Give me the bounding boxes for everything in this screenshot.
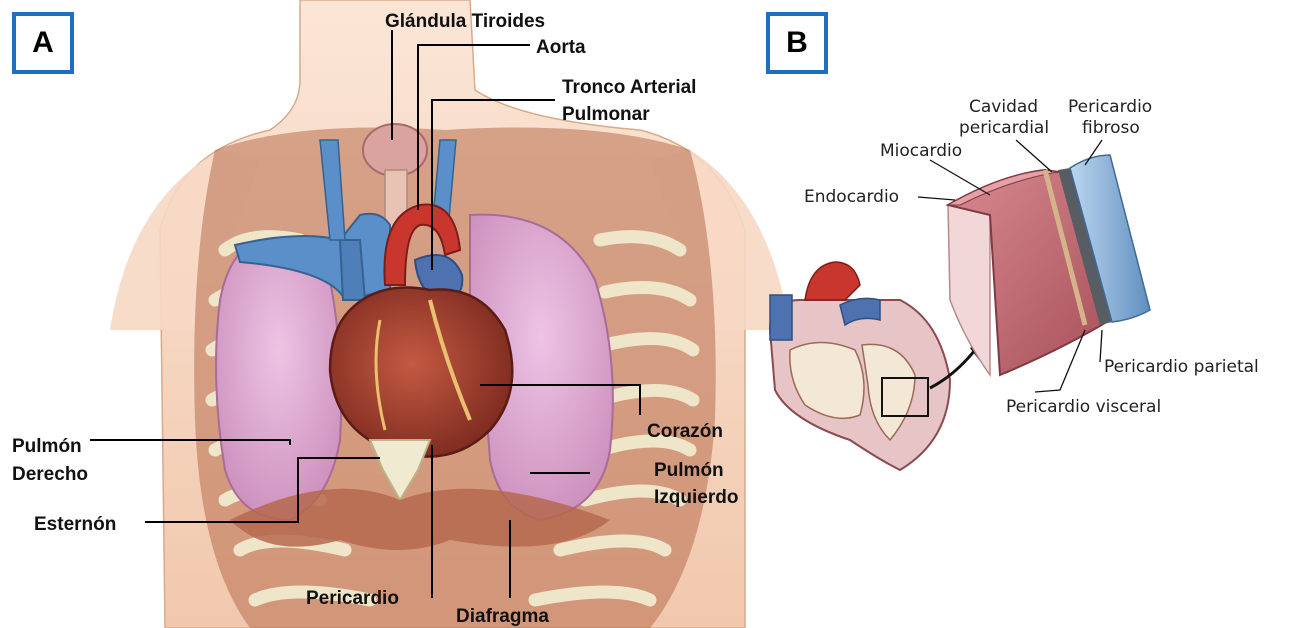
- label-pericardio-fibroso-2: fibroso: [1082, 118, 1140, 138]
- label-cavidad-1: Cavidad: [969, 97, 1038, 117]
- superior-vena-cava: [340, 240, 365, 300]
- heart-aorta-red: [805, 262, 860, 300]
- label-esternon: Esternón: [34, 514, 116, 535]
- heart: [330, 288, 512, 457]
- label-pericardio-fibroso-1: Pericardio: [1068, 97, 1152, 117]
- label-pulmon-izquierdo-1: Pulmón: [654, 460, 724, 481]
- label-glandula-tiroides: Glándula Tiroides: [385, 11, 545, 32]
- label-tronco-arterial: Tronco Arterial: [562, 77, 696, 98]
- label-pulmon-derecho-1: Pulmón: [12, 436, 82, 457]
- panel-b-illustration: Cavidad pericardial Pericardio fibroso M…: [770, 97, 1259, 470]
- label-diafragma: Diafragma: [456, 606, 549, 627]
- label-miocardio: Miocardio: [880, 141, 962, 161]
- label-pulmon-izquierdo-2: Izquierdo: [654, 487, 738, 508]
- endocardium-face: [948, 205, 990, 375]
- heart-vein-blue: [770, 295, 792, 340]
- label-aorta: Aorta: [536, 37, 586, 58]
- label-pericardio-parietal: Pericardio parietal: [1104, 357, 1259, 377]
- label-cavidad-2: pericardial: [959, 118, 1049, 138]
- label-pericardio-visceral: Pericardio visceral: [1006, 397, 1161, 417]
- label-endocardio: Endocardio: [804, 187, 899, 207]
- label-corazon: Corazón: [647, 421, 723, 442]
- label-pulmon-derecho-2: Derecho: [12, 464, 88, 485]
- label-pulmonar: Pulmonar: [562, 104, 650, 125]
- panel-a-illustration: Glándula Tiroides Aorta Tronco Arterial …: [12, 0, 790, 628]
- label-pericardio: Pericardio: [306, 588, 399, 609]
